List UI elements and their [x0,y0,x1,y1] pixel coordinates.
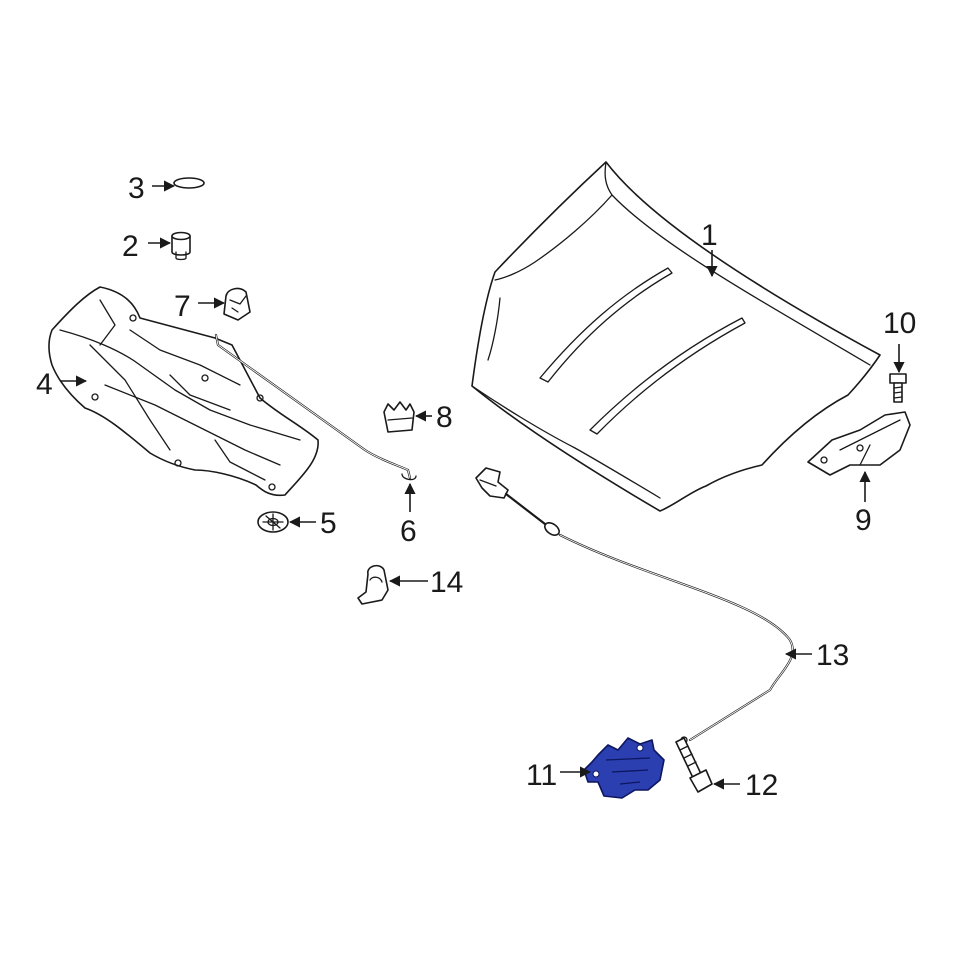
hood-hinge-part[interactable] [807,411,911,476]
hood-part[interactable] [471,161,881,512]
release-cable-part[interactable] [475,467,794,744]
callout-3: 3 [128,172,145,205]
bumper-stop-part[interactable] [171,231,191,261]
callout-1: 1 [701,219,718,252]
prop-rod-part[interactable] [214,333,417,481]
callout-9: 9 [855,504,872,537]
latch-bolt-part[interactable] [675,737,713,793]
callout-6: 6 [400,515,417,548]
callout-10: 10 [883,307,916,340]
callout-12: 12 [745,769,778,802]
cable-clip-part[interactable] [357,564,389,605]
callout-5: 5 [320,507,337,540]
callout-2: 2 [122,230,139,263]
prop-rod-holder-part[interactable] [383,401,415,433]
hood-latch-part[interactable] [583,737,665,799]
callout-8: 8 [436,401,453,434]
callout-11: 11 [526,759,557,792]
callout-4: 4 [36,368,53,401]
callout-7: 7 [174,290,191,323]
callout-13: 13 [816,639,849,672]
callout-14: 14 [430,566,463,599]
seal-ring-part[interactable] [173,177,205,189]
grommet-part[interactable] [257,511,289,533]
prop-rod-clip-part[interactable] [223,287,251,321]
hinge-bolt-part[interactable] [889,373,907,403]
hood-insulator-part[interactable] [48,286,319,497]
